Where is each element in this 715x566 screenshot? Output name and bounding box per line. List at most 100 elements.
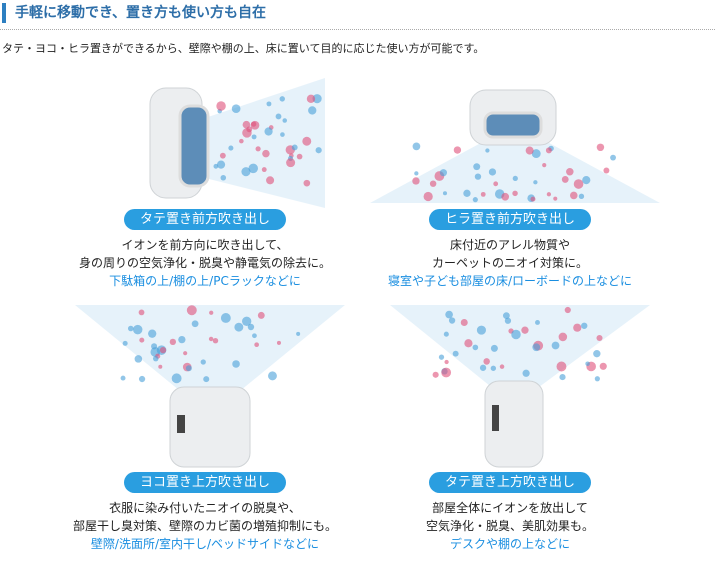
ion-dot — [490, 344, 498, 352]
ion-dot — [219, 152, 226, 159]
ion-dot — [315, 147, 322, 154]
ion-stream — [390, 305, 650, 390]
ion-dot — [501, 192, 510, 201]
ion-dot — [473, 163, 481, 171]
ion-dot — [151, 343, 158, 350]
usage-place: デスクや棚の上などに — [449, 537, 570, 551]
ion-dot — [521, 326, 529, 334]
ion-dot — [308, 106, 317, 115]
ion-dot — [530, 196, 536, 202]
ion-dot — [239, 138, 244, 144]
mode-label: ヒラ置き前方吹き出し — [428, 209, 591, 230]
ion-stream — [75, 305, 345, 395]
ion-dot — [209, 310, 214, 315]
ion-dot — [444, 359, 449, 365]
desc-line: 空気浄化・脱臭、美肌効果も。 — [425, 519, 594, 533]
ion-dot — [464, 339, 473, 348]
ion-dot — [185, 365, 192, 372]
ion-dot — [312, 94, 322, 104]
ion-dot — [551, 341, 560, 350]
ion-dot — [251, 134, 257, 140]
ion-dot — [453, 146, 462, 154]
ion-dot — [138, 309, 145, 316]
ion-dot — [228, 145, 234, 151]
ion-dot — [412, 142, 421, 151]
device-image — [350, 78, 670, 208]
ion-dot — [564, 306, 571, 314]
ion-dot — [220, 174, 227, 181]
ion-dot — [186, 305, 197, 316]
ion-stream — [370, 138, 660, 203]
ion-dot — [593, 350, 601, 358]
ion-dot — [582, 176, 591, 185]
ion-dot — [183, 351, 188, 356]
ion-dot — [472, 344, 479, 351]
desc-line: 身の周りの空気浄化・脱臭や静電気の除去に。 — [78, 256, 331, 270]
device-image — [350, 305, 670, 471]
ion-dot — [578, 193, 585, 199]
ion-dot — [296, 331, 301, 336]
ion-dot — [445, 310, 453, 319]
desc-line: 部屋全体にイオンを放出して — [432, 501, 588, 515]
ion-dot — [531, 149, 541, 159]
ion-dot — [442, 191, 448, 196]
ion-dot — [303, 179, 311, 187]
ion-dot — [499, 364, 505, 369]
panel-vertical-up: タテ置き上方吹き出し 部屋全体にイオンを放出して空気浄化・脱臭、美肌効果も。 デ… — [350, 305, 670, 553]
ion-dot — [553, 196, 558, 201]
ion-dot — [268, 371, 277, 381]
desc-line: 床付近のアレル物質や — [449, 238, 570, 252]
mode-label: タテ置き前方吹き出し — [123, 209, 286, 230]
device-image — [45, 305, 365, 471]
ion-dot — [412, 177, 420, 185]
ion-dot — [512, 175, 518, 182]
ion-dot — [134, 355, 143, 363]
ion-dot — [472, 197, 478, 203]
ion-dot — [257, 311, 265, 319]
section-title: 手軽に移動でき、置き方も使い方も自在 — [2, 3, 266, 23]
ion-dot — [585, 361, 590, 367]
ion-dot — [556, 361, 567, 372]
ion-dot — [231, 104, 241, 114]
ion-dot — [438, 354, 445, 360]
ion-dot — [573, 179, 584, 189]
ion-dot — [573, 323, 582, 332]
ion-dot — [191, 320, 199, 328]
ion-dot — [493, 181, 499, 187]
ion-dot — [485, 148, 490, 153]
ion-dot — [200, 359, 206, 365]
ion-dot — [279, 96, 285, 102]
divider — [0, 29, 715, 30]
ion-dot — [546, 192, 552, 197]
ion-dot — [511, 329, 521, 340]
ion-dot — [252, 333, 257, 339]
ion-dot — [432, 371, 439, 378]
ion-dot — [276, 340, 281, 345]
panel-flat-front: ヒラ置き前方吹き出し 床付近のアレル物質やカーペットのニオイ対策に。 寝室や子ど… — [350, 78, 670, 290]
desc-line: カーペットのニオイ対策に。 — [431, 256, 588, 270]
ion-dot — [423, 191, 433, 202]
ion-dot — [255, 146, 261, 152]
ion-dot — [251, 121, 257, 127]
ion-dot — [559, 373, 566, 381]
ion-dot — [441, 367, 452, 378]
panel-vertical-front: タテ置き前方吹き出し イオンを前方向に吹き出して、身の周りの空気浄化・脱臭や静電… — [45, 78, 365, 290]
ion-dot — [581, 322, 588, 329]
ion-dot — [120, 375, 126, 381]
ion-dot — [232, 360, 240, 368]
ion-dot — [133, 324, 143, 335]
desc-line: イオンを前方向に吹き出して、 — [121, 238, 289, 252]
ion-dot — [439, 169, 448, 177]
ion-dot — [159, 346, 167, 354]
ion-dot — [261, 167, 267, 173]
ion-dot — [479, 364, 487, 371]
panel-horizontal-up: ヨコ置き上方吹き出し 衣服に染み付いたニオイの脱臭や、部屋干し臭対策、壁際のカビ… — [45, 305, 365, 553]
intro-text: タテ・ヨコ・ヒラ置きができるから、壁際や棚の上、床に置いて目的に応じた使い方が可… — [2, 42, 485, 55]
usage-place: 壁際/洗面所/室内干し/ベッドサイドなどに — [90, 537, 320, 551]
ion-dot — [525, 146, 534, 155]
ion-dot — [169, 338, 177, 346]
ion-dot — [594, 376, 600, 382]
ion-dot — [241, 167, 251, 177]
ion-dot — [610, 154, 616, 161]
ion-dot — [203, 376, 210, 383]
